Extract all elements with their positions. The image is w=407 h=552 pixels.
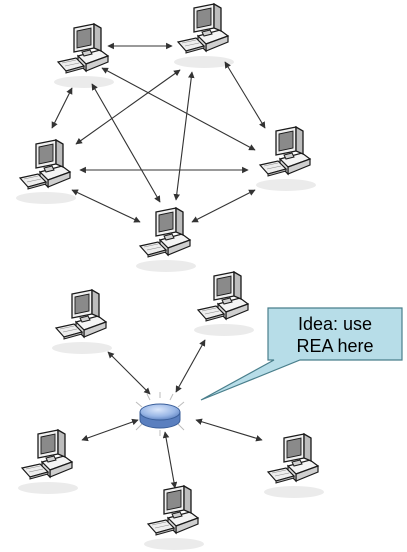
- star-connections: [81, 339, 263, 489]
- computer-icon: [51, 289, 113, 355]
- computer-icon: [263, 433, 325, 499]
- mesh-connections: [51, 42, 266, 223]
- mesh-link-mid-right-bottom: [191, 189, 256, 223]
- mesh-link-top-left-bottom: [91, 83, 161, 203]
- star-network: Idea: use REA here: [17, 271, 403, 551]
- callout-line-1: Idea: use: [298, 314, 372, 334]
- star-link-upper-right: [175, 339, 206, 393]
- callout-line-2: REA here: [296, 336, 373, 356]
- callout-bubble: [200, 307, 403, 401]
- computer-icon: [143, 485, 205, 551]
- mesh-network: [15, 3, 317, 273]
- computer-icon: [53, 23, 115, 89]
- hub-icon: [135, 392, 185, 436]
- mesh-link-top-right-mid-left: [75, 69, 181, 145]
- star-link-left: [81, 418, 139, 442]
- computer-icon: [15, 139, 77, 205]
- mesh-link-top-right-mid-right: [224, 61, 266, 129]
- computer-icon: [255, 126, 317, 192]
- computer-icon: [193, 271, 255, 337]
- star-link-right: [195, 418, 263, 442]
- computer-icon: [135, 207, 197, 273]
- mesh-link-top-left-mid-left: [51, 87, 73, 129]
- computer-icon: [173, 3, 235, 69]
- mesh-link-mid-left-bottom: [71, 189, 141, 223]
- star-link-upper-left: [107, 351, 151, 395]
- computer-icon: [17, 429, 79, 495]
- callout: Idea: use REA here: [200, 307, 403, 401]
- star-link-bottom: [162, 431, 178, 489]
- mesh-link-top-right-bottom: [173, 71, 195, 201]
